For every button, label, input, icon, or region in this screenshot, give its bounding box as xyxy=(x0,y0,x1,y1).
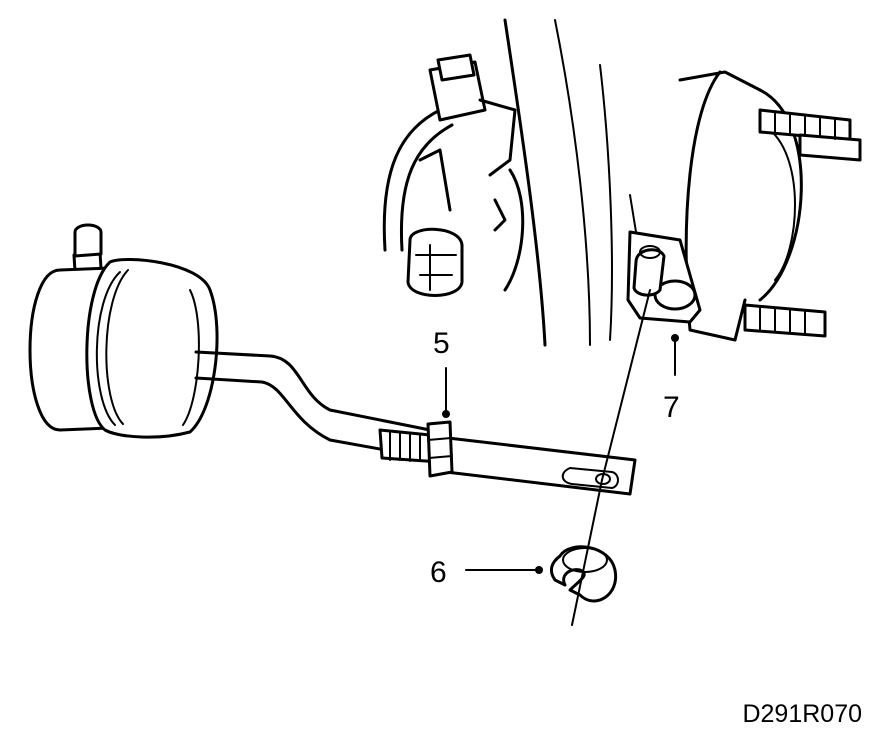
assembly-lines xyxy=(571,289,651,626)
leader-lines xyxy=(442,334,679,574)
lock-nut xyxy=(426,420,454,478)
callout-6: 6 xyxy=(430,556,447,589)
oil-line-nut xyxy=(406,227,464,297)
turbo-housing xyxy=(503,18,803,347)
callout-5: 5 xyxy=(433,327,450,360)
callout-7: 7 xyxy=(663,391,680,424)
flange-studs xyxy=(743,108,862,338)
wastegate-lever xyxy=(626,194,702,324)
oil-line xyxy=(382,53,525,292)
figure-code: D291R070 xyxy=(742,700,862,728)
locking-clip xyxy=(549,545,618,603)
actuator-rod xyxy=(194,350,637,496)
actuator-canister xyxy=(28,223,219,439)
